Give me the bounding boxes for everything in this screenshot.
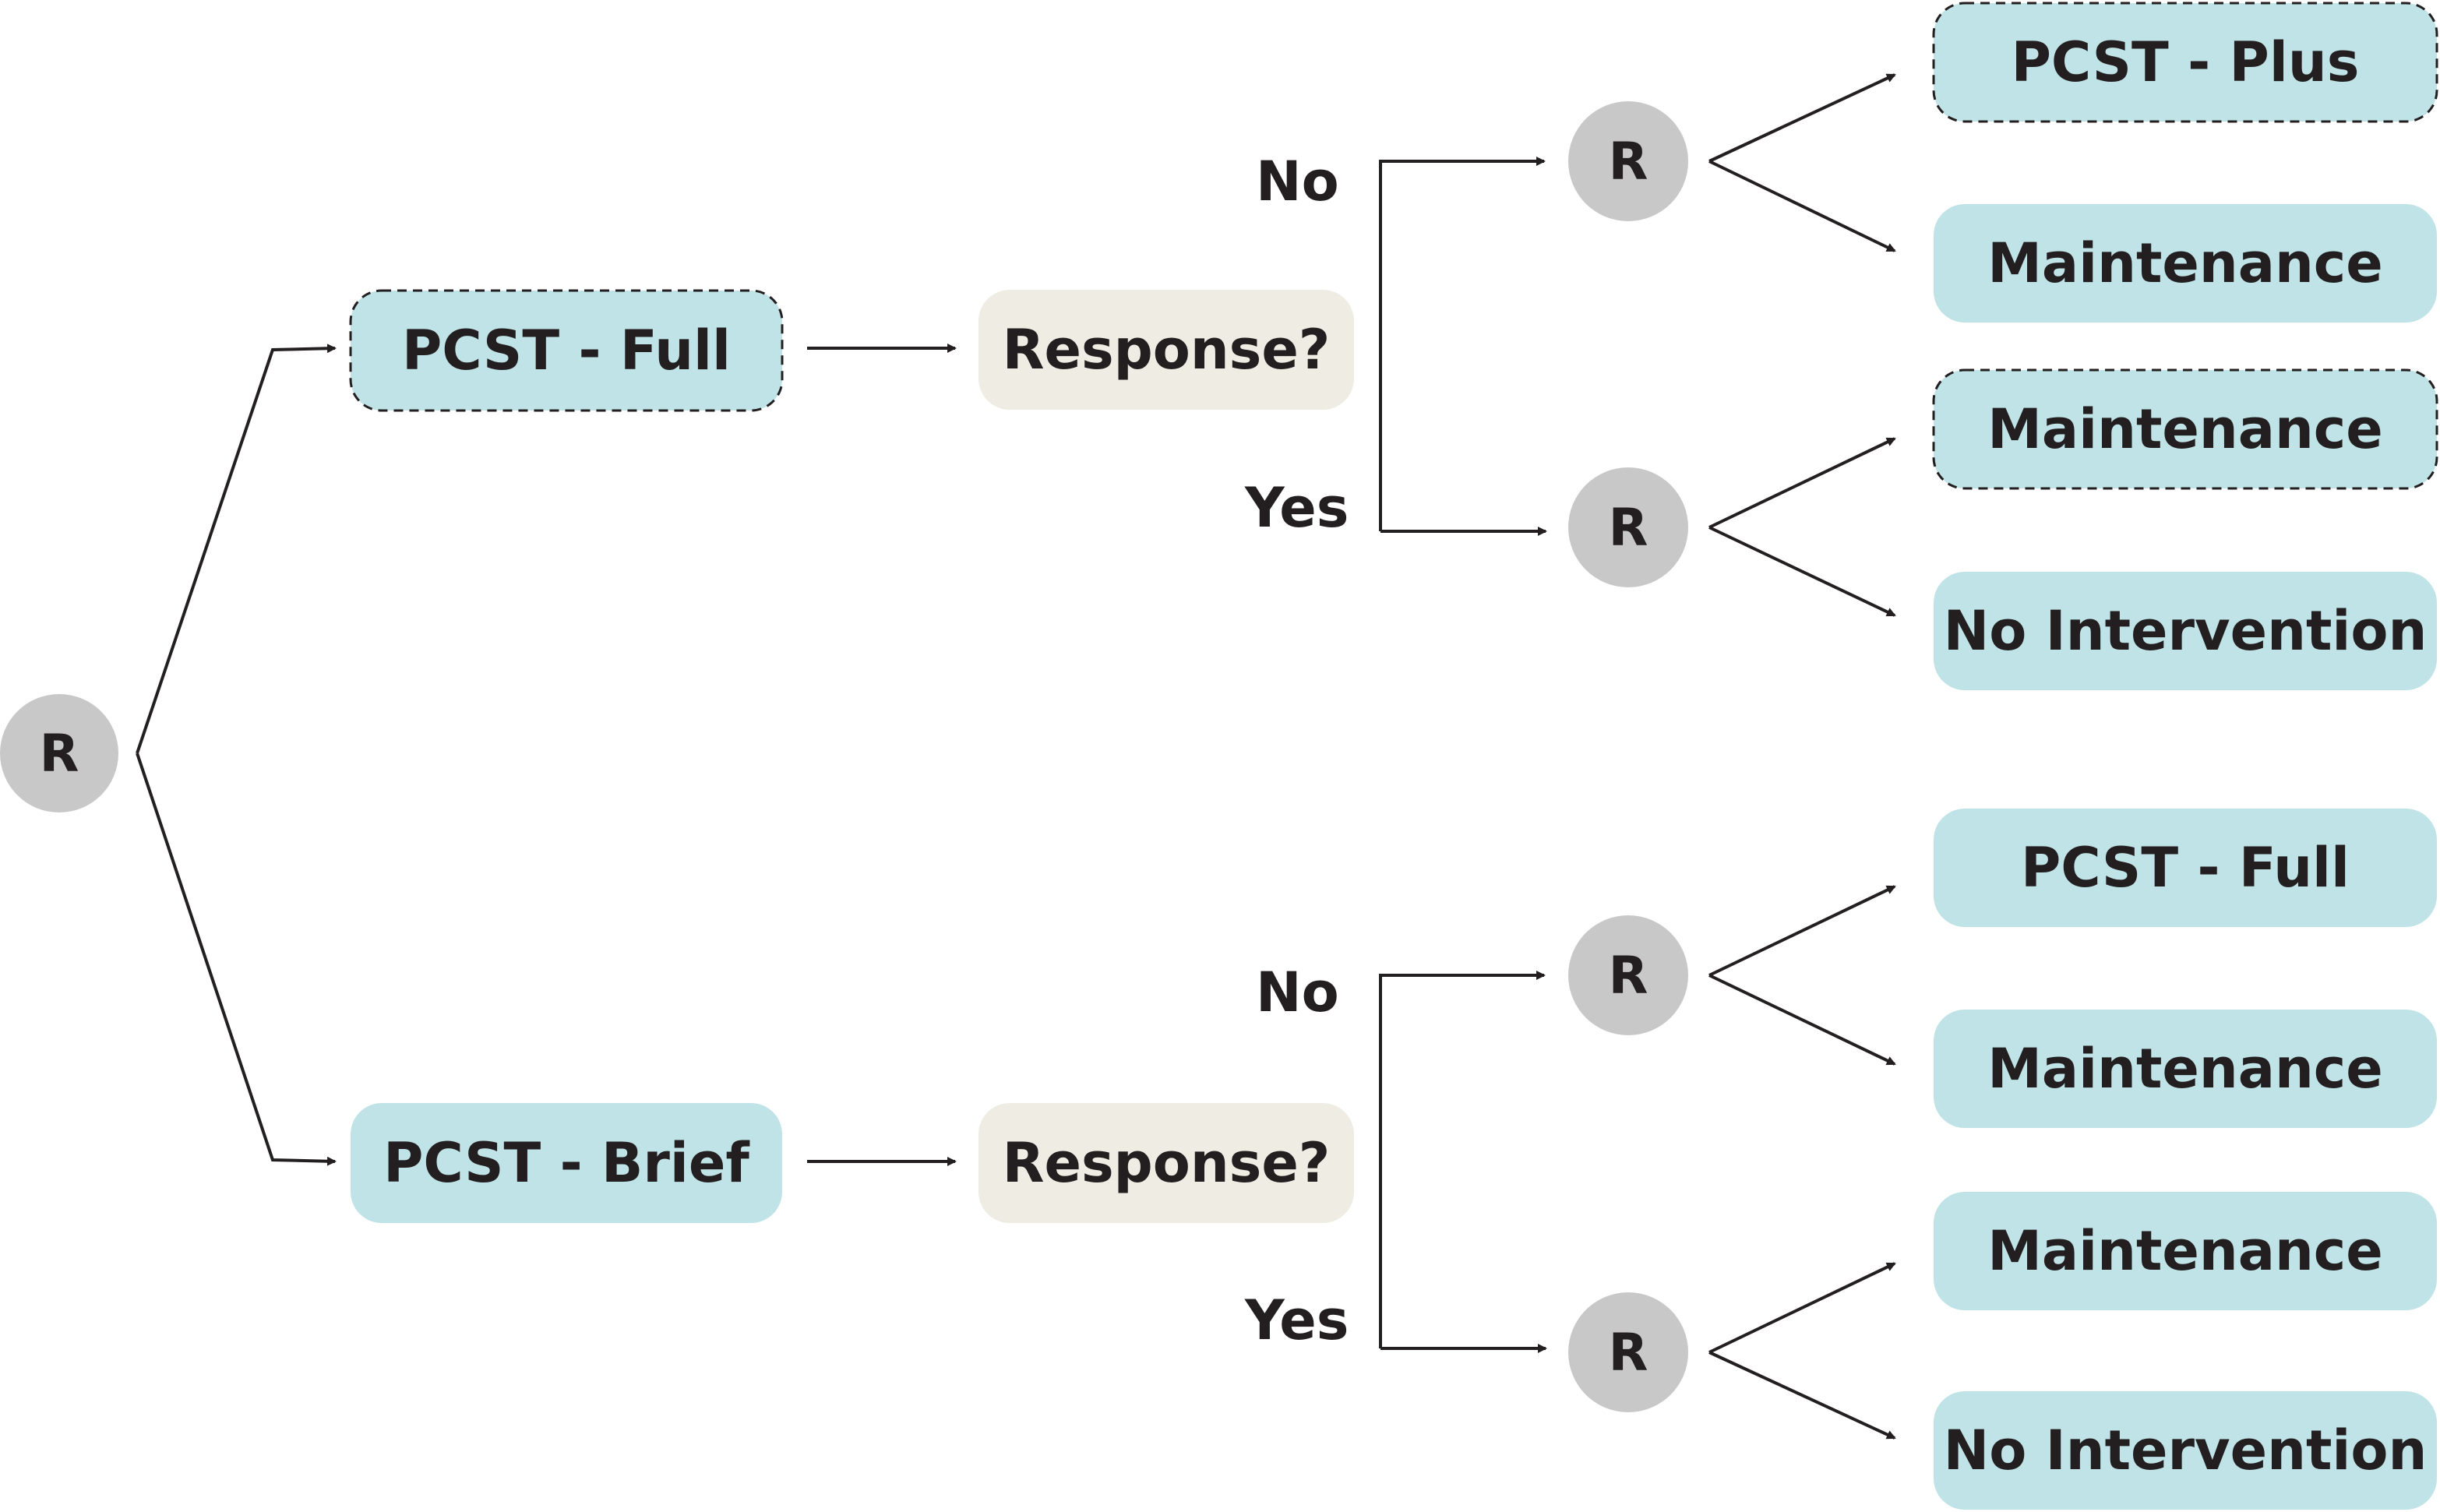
outcome-8-label: No Intervention	[1944, 1419, 2428, 1482]
connector-r1-to-outcome-1	[1708, 73, 1896, 163]
top-no-label: No	[1256, 150, 1339, 213]
root-randomization-node: R	[0, 694, 118, 812]
outcome-1-node: PCST - Plus	[1932, 2, 2438, 123]
outcome-7-label: Maintenance	[1987, 1219, 2383, 1283]
connector-root-to-pcst-full	[136, 344, 337, 754]
outcome-6-label: Maintenance	[1987, 1037, 2383, 1101]
connector-r4-to-outcome-8	[1708, 1351, 1896, 1440]
bottom-yes-label: Yes	[1244, 1288, 1349, 1352]
pcst-full-label: PCST - Full	[402, 319, 731, 382]
outcome-4-label: No Intervention	[1944, 599, 2428, 663]
top-yes-label: Yes	[1244, 476, 1349, 540]
outcome-5-label: PCST - Full	[2021, 836, 2350, 900]
randomization-bottom-no-label: R	[1609, 946, 1648, 1006]
connector-r2-to-outcome-3	[1708, 437, 1896, 529]
randomization-bottom-yes-node: R	[1568, 1292, 1688, 1412]
randomization-top-no-label: R	[1609, 132, 1648, 192]
randomization-top-yes-label: R	[1609, 498, 1648, 558]
outcome-6-node: Maintenance	[1934, 1010, 2437, 1128]
connector-root-to-pcst-brief	[136, 752, 337, 1166]
response-top-label: Response?	[1003, 318, 1331, 382]
randomization-bottom-no-node: R	[1568, 915, 1688, 1035]
root-randomization-label: R	[40, 724, 79, 784]
connector-r4-to-outcome-7	[1708, 1262, 1896, 1354]
pcst-full-node: PCST - Full	[349, 289, 784, 412]
outcome-1-label: PCST - Plus	[2012, 30, 2360, 94]
connector-top-no	[1379, 157, 1546, 531]
connector-r3-to-outcome-5	[1708, 885, 1896, 977]
connector-r1-to-outcome-2	[1708, 160, 1896, 252]
outcome-3-label: Maintenance	[1987, 397, 2383, 461]
outcome-2-node: Maintenance	[1934, 204, 2437, 322]
randomization-bottom-yes-label: R	[1609, 1323, 1648, 1383]
response-bottom-label: Response?	[1003, 1131, 1331, 1195]
outcome-5-node: PCST - Full	[1934, 809, 2437, 927]
pcst-brief-label: PCST - Brief	[383, 1131, 750, 1195]
outcome-4-node: No Intervention	[1934, 572, 2437, 690]
outcome-7-node: Maintenance	[1934, 1192, 2437, 1310]
randomization-top-yes-node: R	[1568, 467, 1688, 587]
bottom-no-label: No	[1256, 960, 1339, 1024]
response-top-node: Response?	[978, 290, 1354, 410]
outcome-2-label: Maintenance	[1987, 231, 2383, 295]
connector-r2-to-outcome-4	[1708, 526, 1896, 617]
randomization-top-no-node: R	[1568, 101, 1688, 221]
outcome-8-node: No Intervention	[1934, 1391, 2437, 1510]
response-bottom-node: Response?	[978, 1103, 1354, 1223]
outcome-3-node: Maintenance	[1932, 368, 2438, 490]
connector-bottom-no	[1379, 971, 1546, 1348]
pcst-brief-node: PCST - Brief	[351, 1103, 782, 1223]
connector-r3-to-outcome-6	[1708, 974, 1896, 1066]
connectors	[136, 73, 1896, 1440]
